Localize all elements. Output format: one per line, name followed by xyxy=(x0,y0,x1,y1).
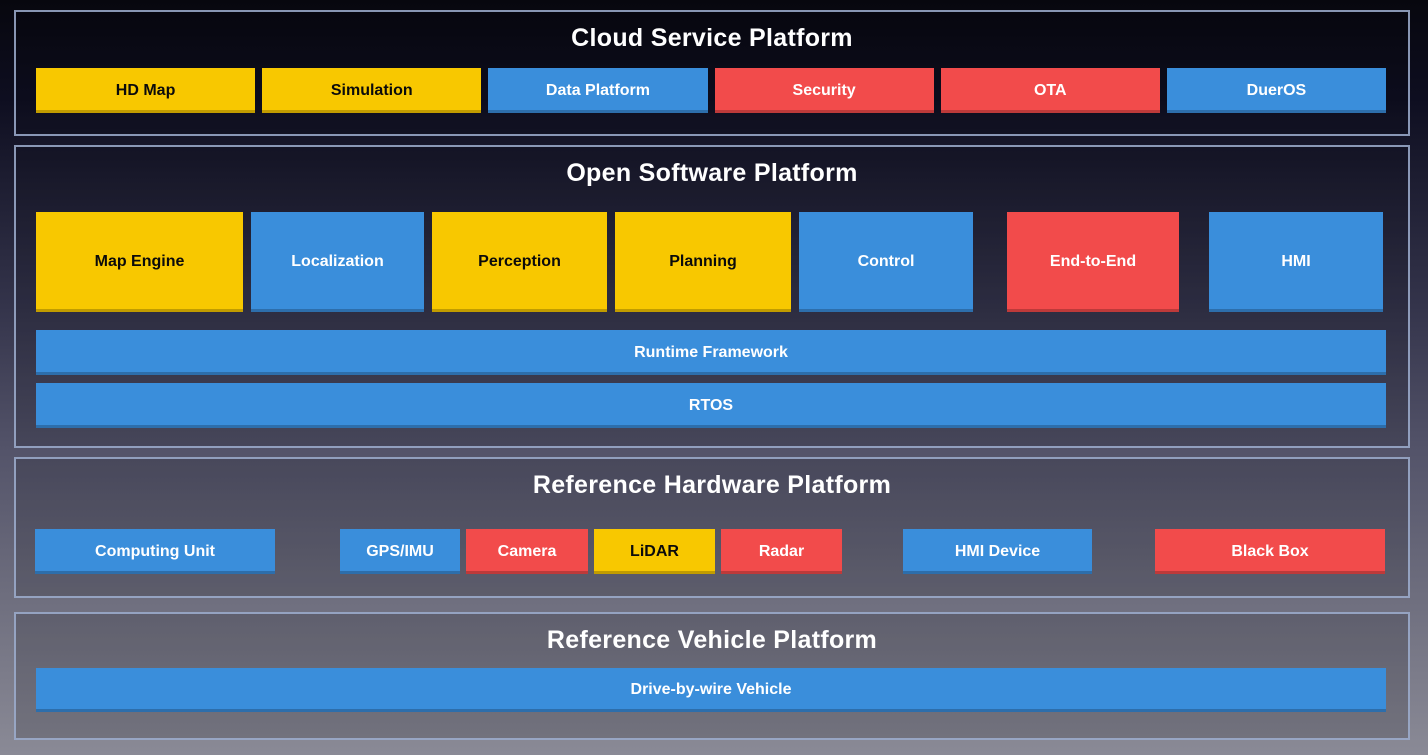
block-radar: Radar xyxy=(721,529,842,574)
section-reference-hardware-platform: Reference Hardware Platform Computing Un… xyxy=(14,457,1410,598)
block-hmi: HMI xyxy=(1209,212,1383,312)
block-security: Security xyxy=(714,68,934,113)
block-localization: Localization xyxy=(251,212,424,312)
bar-runtime-framework: Runtime Framework xyxy=(36,330,1386,375)
block-perception: Perception xyxy=(432,212,607,312)
bar-drive-by-wire-vehicle: Drive-by-wire Vehicle xyxy=(36,668,1386,712)
software-modules-row: Map Engine Localization Perception Plann… xyxy=(36,212,1383,312)
block-planning: Planning xyxy=(615,212,791,312)
block-hmi-device: HMI Device xyxy=(903,529,1092,574)
block-dueros: DuerOS xyxy=(1166,68,1387,113)
block-computing-unit: Computing Unit xyxy=(35,529,275,574)
block-hd-map: HD Map xyxy=(36,68,256,113)
section-open-software-platform: Open Software Platform Map Engine Locali… xyxy=(14,145,1410,448)
block-control: Control xyxy=(799,212,973,312)
block-end-to-end: End-to-End xyxy=(1007,212,1179,312)
block-data-platform: Data Platform xyxy=(488,68,708,113)
cloud-platform-title: Cloud Service Platform xyxy=(571,24,853,52)
cloud-blocks-row: HD Map Simulation Data Platform Security… xyxy=(36,68,1387,113)
bar-rtos: RTOS xyxy=(36,383,1386,428)
hardware-blocks-row: Computing Unit GPS/IMU Camera LiDAR Rada… xyxy=(35,529,1385,574)
block-black-box: Black Box xyxy=(1155,529,1385,574)
vehicle-platform-title: Reference Vehicle Platform xyxy=(546,626,878,654)
block-ota: OTA xyxy=(940,68,1160,113)
block-lidar: LiDAR xyxy=(594,529,715,574)
block-gps-imu: GPS/IMU xyxy=(340,529,460,574)
section-reference-vehicle-platform: Reference Vehicle Platform Drive-by-wire… xyxy=(14,612,1410,740)
block-camera: Camera xyxy=(466,529,588,574)
software-platform-title: Open Software Platform xyxy=(566,159,858,187)
block-map-engine: Map Engine xyxy=(36,212,243,312)
hardware-platform-title: Reference Hardware Platform xyxy=(532,471,892,499)
section-cloud-service-platform: Cloud Service Platform HD Map Simulation… xyxy=(14,10,1410,136)
block-simulation: Simulation xyxy=(262,68,482,113)
